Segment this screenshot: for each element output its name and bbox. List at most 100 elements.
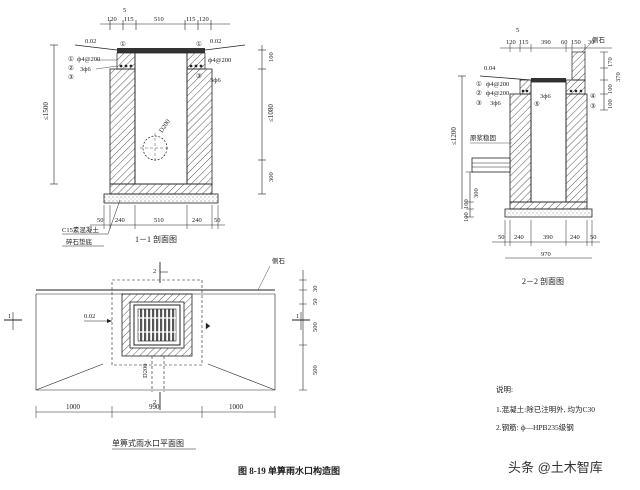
sec22-outlet-pipe bbox=[471, 157, 511, 173]
plan-mark-2-top: 2 bbox=[153, 268, 156, 275]
plan-road-edge bbox=[35, 294, 276, 391]
plan-dim-30: 30 bbox=[312, 286, 319, 293]
sec22-dim-100a: 100 bbox=[463, 199, 470, 209]
sec22-dim-390: 390 bbox=[541, 39, 551, 46]
sec22-title: 2－2 剖面图 bbox=[522, 276, 564, 286]
sec11-wall-left bbox=[109, 68, 136, 185]
sec22-dim-300: 300 bbox=[473, 188, 480, 198]
sec11-gravel-bed bbox=[103, 193, 219, 204]
plan-mark-1-left: 1 bbox=[8, 313, 11, 320]
sec22-slope: 0.04 bbox=[484, 65, 496, 72]
plan-dim-500a: 500 bbox=[312, 322, 319, 332]
sec22-dim-30: 30 bbox=[588, 39, 595, 46]
sec22-dim-100r1: 100 bbox=[607, 84, 614, 94]
sec11-barspec-right: 3ф6 bbox=[210, 77, 221, 84]
plan-slope-left: 0.02 bbox=[84, 313, 95, 320]
sec11-road-left bbox=[74, 44, 118, 51]
sec11-top-frame bbox=[117, 48, 205, 53]
sec22-wall-left bbox=[509, 93, 532, 203]
sec11-barspec-left: 3ф6 bbox=[80, 66, 91, 73]
sec11-marker-6: ① bbox=[196, 40, 202, 48]
sec22-bdim-390: 390 bbox=[543, 234, 553, 241]
sec22-bdim-240a: 240 bbox=[514, 234, 524, 241]
sec11-marker-5: ① bbox=[120, 40, 126, 48]
sec22-bdim-50b: 50 bbox=[590, 234, 597, 241]
sec11-bdim-240a: 240 bbox=[115, 217, 125, 224]
sec11-gravel-label: 碎石垫底 bbox=[66, 237, 93, 246]
sec11-bdim-240b: 240 bbox=[192, 217, 202, 224]
sec22-marker-2: ② bbox=[476, 89, 482, 97]
notes-heading: 说明: bbox=[496, 384, 513, 394]
sec22-barspec2: 3ф6 bbox=[540, 93, 551, 100]
sec11-rebar-left: ф4@200 bbox=[77, 56, 100, 63]
sec22-dim-150: 150 bbox=[571, 39, 581, 46]
sec11-dim-115b: 115 bbox=[186, 16, 196, 23]
plan-curb-label: 侧石 bbox=[272, 256, 286, 265]
sec22-base-slab bbox=[509, 201, 588, 210]
plan-bdim-1000b: 1000 bbox=[229, 403, 244, 411]
notes-block: 说明: 1.混凝土:除已注明外, 均为C30 2.钢筋: ф—HPB235级钢 bbox=[496, 384, 595, 432]
sec11-marker-2: ② bbox=[68, 64, 74, 72]
figure-caption: 图 8-19 单箅雨水口构造图 bbox=[238, 465, 340, 476]
sec22-marker-3: ③ bbox=[476, 99, 482, 107]
plan-outer-dashed-box bbox=[111, 279, 203, 366]
sec22-wall-right bbox=[565, 93, 588, 203]
sec22-beam-left bbox=[519, 79, 532, 95]
sec22-dim-60: 60 bbox=[561, 39, 568, 46]
sec11-slope-left: 0.02 bbox=[85, 38, 96, 45]
sec22-pipe-label: 原浆稳固 bbox=[470, 133, 496, 142]
sec11-slope-right: 0.02 bbox=[210, 38, 221, 45]
plan-dim-50: 50 bbox=[312, 299, 319, 306]
sec11-dim-120a: 120 bbox=[107, 16, 117, 23]
sec11-dim-100: 100 bbox=[268, 52, 275, 62]
plan-mark-1-right: 1 bbox=[296, 313, 299, 320]
sec22-barspec1: 3ф6 bbox=[490, 100, 501, 107]
watermark: 头条 @土木智库 bbox=[508, 460, 603, 475]
sec11-dim-510: 510 bbox=[154, 16, 164, 23]
sec11-dim-120b: 120 bbox=[199, 16, 209, 23]
sec22-marker-6: ③ bbox=[590, 102, 596, 110]
sec22-bdim-240b: 240 bbox=[570, 234, 580, 241]
sec11-dim-115a: 115 bbox=[124, 16, 134, 23]
sec11-top-dimension bbox=[100, 20, 230, 30]
sec22-dim-370: 370 bbox=[615, 72, 622, 82]
sec22-curb-label: 侧石 bbox=[592, 35, 606, 44]
sec22-dim-5: 5 bbox=[516, 27, 519, 34]
sec22-gravel-bed bbox=[504, 208, 593, 218]
plan-pipe-dia: D200 bbox=[142, 364, 149, 378]
sec22-marker-4: ④ bbox=[590, 92, 596, 100]
sec11-dim-300: 300 bbox=[268, 172, 275, 182]
section-2-2: 5 120 115 390 60 150 30 侧石 0.04 原浆稳固 bbox=[450, 27, 622, 286]
sec22-bdim-50a: 50 bbox=[498, 234, 505, 241]
plan-view: 2 2 1 1 侧石 0.02 bbox=[4, 256, 319, 450]
sec11-concrete-label: C15素混凝土 bbox=[62, 225, 99, 234]
sec11-marker-1: ① bbox=[68, 55, 74, 63]
plan-mark-2-bottom: 2 bbox=[153, 399, 156, 406]
sec22-rebar1: ф4@200 bbox=[486, 81, 509, 88]
sec11-title: 1－1 剖面图 bbox=[135, 234, 177, 244]
plan-bdim-990: 990 bbox=[149, 403, 160, 411]
sec11-marker-4: ③ bbox=[196, 72, 202, 80]
sec11-wall-right bbox=[186, 68, 213, 185]
sec22-marker-5: ⑤ bbox=[534, 100, 540, 108]
notes-line-1: 1.混凝土:除已注明外, 均为C30 bbox=[496, 404, 595, 414]
sec11-dim-1080: ≤1080 bbox=[267, 104, 275, 122]
section-1-1: 5 120 115 510 115 120 0.02 0.02 D200 ф4@… bbox=[42, 7, 275, 247]
sec22-dim-100r2: 100 bbox=[607, 99, 614, 109]
sec22-marker-1: ① bbox=[476, 80, 482, 88]
sec22-dim-1200: ≤1200 bbox=[450, 127, 458, 145]
sec22-road bbox=[479, 75, 532, 81]
sec11-chamber bbox=[134, 52, 188, 185]
sec11-road-right bbox=[204, 44, 246, 51]
sec22-dim-170: 170 bbox=[607, 57, 614, 67]
sec11-bdim-510: 510 bbox=[154, 217, 164, 224]
sec11-bdim-50a: 50 bbox=[97, 217, 104, 224]
sec22-rebar2: ф4@200 bbox=[486, 90, 509, 97]
sec22-grate-frame bbox=[531, 78, 566, 82]
notes-line-2: 2.钢筋: ф—HPB235级钢 bbox=[496, 422, 574, 432]
plan-dim-500b: 500 bbox=[312, 365, 319, 375]
sec11-dim-5: 5 bbox=[123, 7, 126, 14]
sec11-rebar-right: ф4@200 bbox=[208, 57, 231, 64]
sec11-dim-1500: ≤1500 bbox=[42, 102, 50, 120]
